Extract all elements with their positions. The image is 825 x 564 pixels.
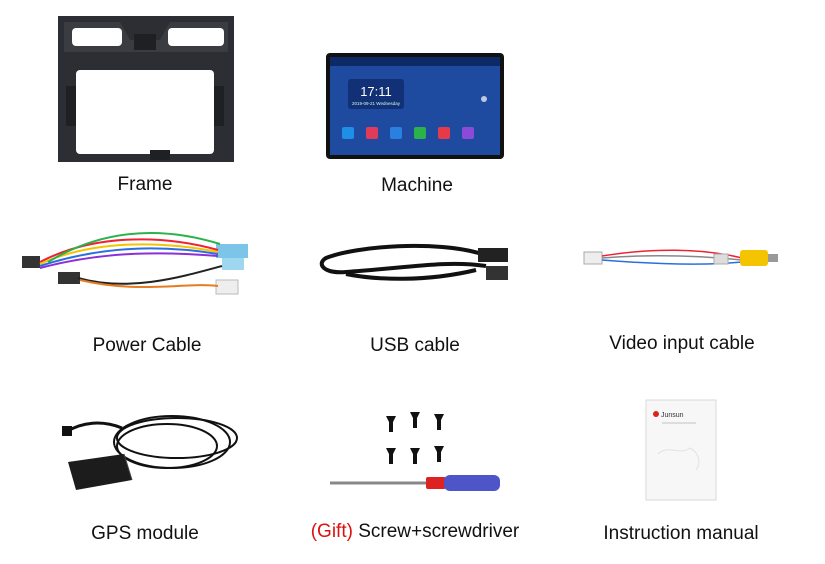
- usb-cable-image: [319, 243, 508, 281]
- video-input-cable-image: [583, 249, 778, 266]
- machine-clock: 17:11: [360, 84, 392, 99]
- frame-image: [58, 16, 234, 162]
- video-input-cable-label: Video input cable: [609, 333, 755, 354]
- manual-brand: Junsun: [661, 412, 684, 419]
- power-cable-image: [22, 232, 248, 295]
- screw-screwdriver-text: Screw+screwdriver: [352, 521, 520, 542]
- gps-module-image: [62, 415, 238, 490]
- screw-screwdriver-label: (Gift) Screw+screwdriver: [290, 521, 540, 543]
- machine-label: Machine: [381, 175, 453, 196]
- power-cable-label: Power Cable: [92, 335, 202, 356]
- instruction-manual-label: Instruction manual: [603, 523, 759, 544]
- gift-tag: (Gift): [310, 521, 353, 542]
- gps-module-label: GPS module: [91, 523, 199, 544]
- screwdriver-image: [330, 475, 500, 491]
- machine-date: 2019-09-21 Wednesday: [352, 101, 401, 106]
- instruction-manual-image: Junsun: [645, 399, 717, 501]
- screws-image: [386, 412, 444, 464]
- frame-label: Frame: [117, 174, 173, 195]
- machine-image: 17:11 2019-09-21 Wednesday: [326, 53, 504, 159]
- usb-cable-label: USB cable: [370, 335, 460, 356]
